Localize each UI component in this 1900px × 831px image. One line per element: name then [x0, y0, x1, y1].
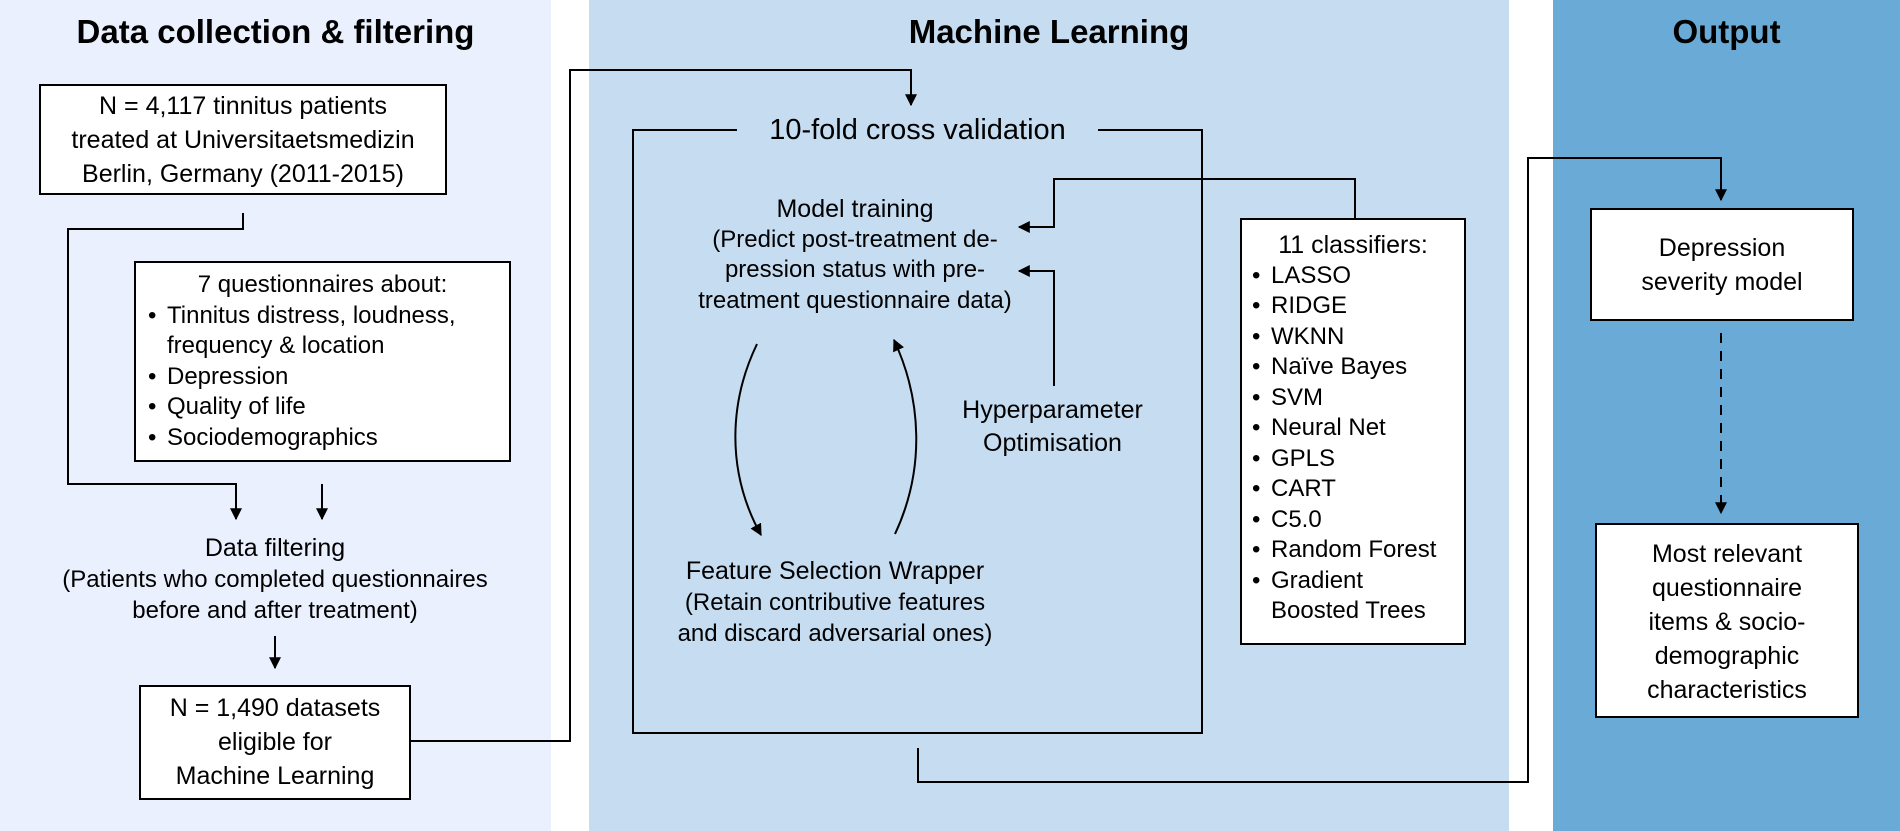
data-filtering-node: Data filtering (Patients who completed q…: [40, 533, 510, 626]
feature-selection-title: Feature Selection Wrapper: [685, 557, 985, 585]
cross-validation-frame: [632, 129, 1203, 734]
questionnaires-box: 7 questionnaires about: Tinnitus distres…: [134, 261, 511, 462]
depression-model-line-1: Depression: [1658, 234, 1786, 262]
connector-classifiers-to-training: [1017, 178, 1356, 233]
relevant-items-line-5: characteristics: [1647, 676, 1807, 704]
relevant-items-box: Most relevant questionnaire items & soci…: [1595, 523, 1859, 718]
data-filtering-line-2: before and after treatment): [132, 597, 418, 624]
classifier-item: LASSO: [1246, 261, 1460, 292]
hyperparameter-line-2: Optimisation: [983, 429, 1122, 457]
classifier-item-cont: Boosted Trees: [1271, 597, 1426, 624]
patients-line-2: treated at Universitaetsmedizin: [71, 126, 415, 154]
datasets-line-1: N = 1,490 datasets: [169, 694, 381, 722]
patients-box: N = 4,117 tinnitus patients treated at U…: [39, 84, 447, 195]
questionnaire-item-tinnitus: Tinnitus distress, loudness,: [142, 301, 503, 332]
model-training-title: Model training: [776, 195, 934, 223]
data-collection-title: Data collection & filtering: [76, 13, 475, 50]
connector-datasets-to-ml: [411, 69, 917, 742]
classifier-item: WKNN: [1246, 322, 1460, 353]
classifier-item: Random Forest: [1246, 535, 1460, 566]
classifier-item: Neural Net: [1246, 413, 1460, 444]
classifiers-box: 11 classifiers: LASSO RIDGE WKNN Naïve B…: [1240, 218, 1466, 645]
datasets-line-3: Machine Learning: [175, 762, 375, 790]
hyperparameter-line-1: Hyperparameter: [962, 396, 1143, 424]
datasets-line-2: eligible for: [218, 728, 332, 756]
questionnaire-item-tinnitus-cont: frequency & location: [167, 332, 385, 359]
output-title: Output: [1672, 13, 1781, 50]
questionnaires-title: 7 questionnaires about:: [197, 271, 448, 298]
classifier-item: GPLS: [1246, 444, 1460, 475]
questionnaires-list: Tinnitus distress, loudness, frequency &…: [142, 301, 503, 454]
model-training-line-3: treatment questionnaire data): [698, 286, 1012, 314]
classifiers-title: 11 classifiers:: [1278, 231, 1428, 259]
relevant-items-line-1: Most relevant: [1651, 540, 1803, 568]
classifier-item: RIDGE: [1246, 291, 1460, 322]
model-training-node: Model training (Predict post-treatment d…: [660, 194, 1050, 316]
classifier-item: Gradient: [1246, 566, 1460, 597]
connector-training-to-feature-selection: [734, 343, 762, 537]
model-training-line-2: pression status with pre-: [724, 256, 986, 283]
connector-ml-to-output: [917, 157, 1727, 783]
classifier-item: CART: [1246, 474, 1460, 505]
depression-model-box: Depression severity model: [1590, 208, 1854, 321]
feature-selection-line-2: and discard adversarial ones): [677, 620, 993, 647]
cross-validation-text: 10-fold cross validation: [769, 114, 1066, 146]
relevant-items-line-4: demographic: [1654, 642, 1800, 670]
datasets-box: N = 1,490 datasets eligible for Machine …: [139, 685, 411, 800]
data-filtering-title: Data filtering: [204, 534, 346, 562]
patients-line-1: N = 4,117 tinnitus patients: [99, 92, 387, 120]
cross-validation-label: 10-fold cross validation: [737, 111, 1098, 149]
classifier-item: Naïve Bayes: [1246, 352, 1460, 383]
relevant-items-line-3: items & socio-: [1648, 608, 1806, 636]
classifiers-list: LASSO RIDGE WKNN Naïve Bayes SVM Neural …: [1246, 261, 1460, 627]
feature-selection-node: Feature Selection Wrapper (Retain contri…: [640, 556, 1030, 649]
hyperparameter-node: Hyperparameter Optimisation: [940, 394, 1165, 460]
relevant-items-line-2: questionnaire: [1651, 574, 1803, 602]
connector-patients-to-filtering: [67, 213, 244, 521]
questionnaire-item-sociodemographics: Sociodemographics: [142, 423, 503, 454]
questionnaire-item-quality-of-life: Quality of life: [142, 392, 503, 423]
data-filtering-line-1: (Patients who completed questionnaires: [62, 566, 488, 593]
machine-learning-title: Machine Learning: [908, 13, 1190, 50]
connector-feature-selection-to-training: [893, 338, 918, 535]
model-training-line-1: (Predict post-treatment de-: [712, 225, 998, 253]
questionnaire-item-depression: Depression: [142, 362, 503, 393]
feature-selection-line-1: (Retain contributive features: [684, 589, 986, 616]
classifier-item: SVM: [1246, 383, 1460, 414]
depression-model-line-2: severity model: [1641, 268, 1803, 296]
classifier-item: C5.0: [1246, 505, 1460, 536]
patients-line-3: Berlin, Germany (2011-2015): [82, 160, 404, 188]
connector-hyperparameter-to-training: [1017, 265, 1055, 386]
